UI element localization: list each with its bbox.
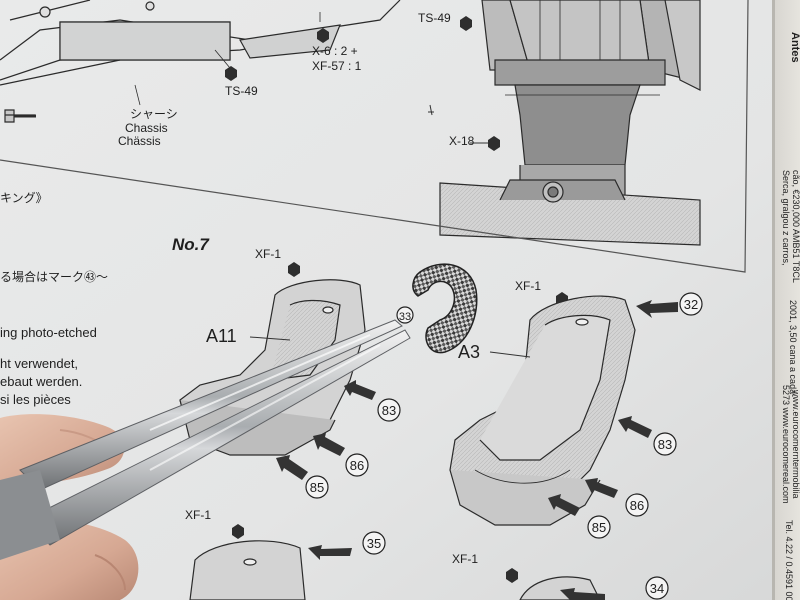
newspaper-line: cão, €230,000 AMB51 T8CL [791, 170, 800, 283]
step-number: No.7 [172, 235, 210, 254]
label-xf1-d: XF-1 [452, 552, 478, 566]
newspaper-line: 2001, 3,50 cana a cada- [788, 300, 798, 397]
chassis-diagram [0, 0, 401, 123]
callout-86-right: 86 [625, 493, 649, 517]
svg-text:83: 83 [658, 437, 672, 452]
photo-etched-part: 33 [396, 263, 478, 354]
callout-83-left: 83 [377, 398, 401, 422]
svg-text:86: 86 [350, 458, 364, 473]
newspaper-header: Antes [789, 32, 800, 63]
pointer-arrow [276, 300, 678, 600]
callout-33: 33 [399, 311, 411, 323]
frame-diagram [439, 0, 701, 246]
callout-35: 35 [362, 531, 386, 555]
newspaper-line: Tel. 4.22 / 0.4591 00. [784, 520, 794, 600]
label-x18: X-18 [449, 134, 475, 148]
seat-a3 [449, 295, 636, 526]
label-chassis-en: Chassis [125, 121, 168, 135]
svg-text:35: 35 [367, 536, 381, 551]
svg-text:86: 86 [630, 498, 644, 513]
svg-text:85: 85 [310, 480, 324, 495]
instruction-jp: る場合はマーク㊸～ [0, 269, 108, 284]
instruction-de-1: ht verwendet, [0, 356, 78, 371]
label-ts49-top: TS-49 [418, 11, 451, 25]
label-xf1-a: XF-1 [255, 247, 281, 261]
svg-text:85: 85 [592, 520, 606, 535]
callout-86-left: 86 [345, 453, 369, 477]
label-a3: A3 [458, 342, 480, 362]
callout-85-left: 85 [305, 475, 329, 499]
newspaper-line: 5273 www.eurocomereal.com [781, 385, 791, 504]
seat-bottom-left [189, 540, 306, 600]
label-xf1-b: XF-1 [515, 279, 541, 293]
label-chassis-de: Chässis [118, 134, 161, 148]
tweezers [0, 319, 411, 560]
svg-text:32: 32 [684, 297, 698, 312]
label-a11: A11 [206, 326, 237, 346]
label-chassis-jp: シャーシ [130, 107, 178, 121]
label-xf57: XF-57 : 1 [312, 59, 362, 73]
label-ts49-left: TS-49 [225, 84, 258, 98]
instruction-en: ing photo-etched [0, 325, 97, 340]
instruction-de-2: ebaut werden. [0, 374, 82, 389]
diagram-border [0, 0, 749, 273]
label-x6: X-6 : 2 + [312, 44, 358, 58]
newspaper-strip: Antes Serca, gralgou z carros, cão, €230… [772, 0, 800, 600]
label-kingu: キング》 [0, 191, 48, 205]
label-xf1-c: XF-1 [185, 508, 211, 522]
callout-circles: 32 83 86 85 83 86 85 35 34 [305, 292, 703, 600]
newspaper-line: www.eurocomerntermobilia [791, 389, 800, 499]
svg-text:34: 34 [650, 581, 664, 596]
instruction-fr: si les pièces [0, 392, 71, 407]
newspaper-line: Serca, gralgou z carros, [781, 170, 791, 266]
callout-85-right: 85 [587, 515, 611, 539]
svg-text:83: 83 [382, 403, 396, 418]
callout-32: 32 [679, 292, 703, 316]
callout-83-right: 83 [653, 432, 677, 456]
callout-34: 34 [645, 576, 669, 600]
